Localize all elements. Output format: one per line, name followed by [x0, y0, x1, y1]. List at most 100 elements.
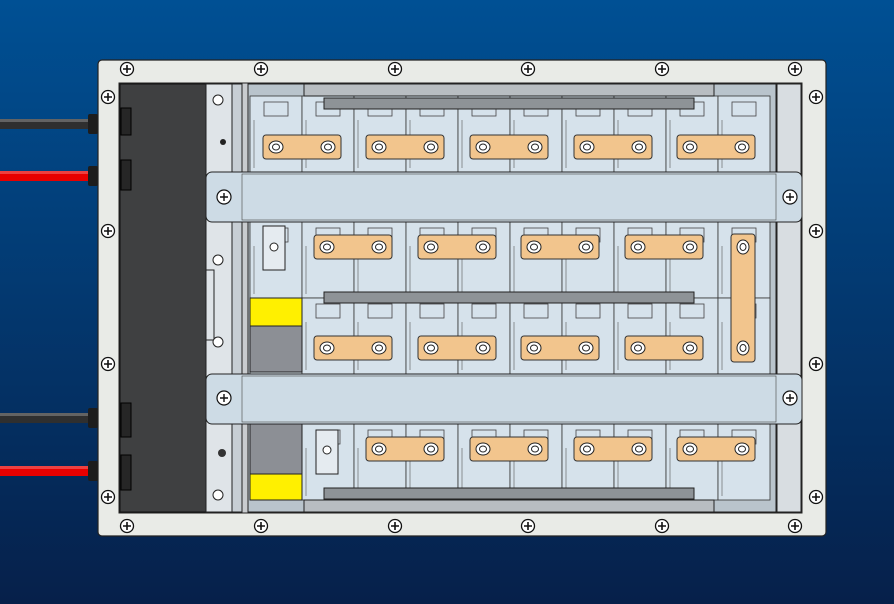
frame-screw-slot	[104, 493, 112, 501]
cell-terminal-post	[471, 303, 497, 319]
frame-screw-slot	[257, 65, 265, 73]
compression-bar-face	[241, 375, 777, 423]
busbar-bolt-inner	[324, 143, 332, 151]
bracket-hole	[212, 254, 224, 266]
busbar-bolt-inner	[739, 243, 747, 251]
cable-highlight	[0, 413, 98, 416]
busbar-bolt-inner	[323, 243, 331, 251]
bracket-rivet	[218, 449, 226, 457]
bar-screw-slot	[220, 394, 228, 402]
cable-gland	[120, 107, 132, 136]
busbar-bolt	[579, 442, 595, 456]
busbar-bolt-inner	[635, 143, 643, 151]
frame-screw-slot	[104, 360, 112, 368]
busbar-bolt-inner	[583, 143, 591, 151]
vertical-busbar	[730, 233, 756, 363]
separator-strip	[323, 487, 695, 500]
battery-cell	[457, 221, 511, 299]
busbar-bolt-inner	[375, 143, 383, 151]
busbar-bolt-inner	[634, 344, 642, 352]
busbar-bolt	[682, 442, 698, 456]
bracket-hole	[212, 94, 224, 106]
frame-screw-slot	[658, 65, 666, 73]
busbar-bolt	[475, 442, 491, 456]
frame-screws	[100, 61, 824, 534]
battery-cell	[717, 95, 771, 173]
busbar-bolt	[527, 442, 543, 456]
busbar-bolt	[423, 341, 439, 355]
busbar	[520, 234, 600, 260]
busbar-bolt	[682, 140, 698, 154]
cable-highlight	[0, 466, 98, 469]
battery-cell	[301, 221, 355, 299]
mounting-bracket	[205, 83, 243, 513]
busbar-bolt-inner	[375, 445, 383, 453]
busbar-bolt	[631, 442, 647, 456]
frame-screw-slot	[524, 522, 532, 530]
frame-screw-slot	[812, 93, 820, 101]
top-strip	[303, 83, 715, 97]
frame-screw-slot	[791, 522, 799, 530]
busbar-bolt	[423, 240, 439, 254]
frame-screw-slot	[791, 65, 799, 73]
compression-bars	[205, 171, 803, 425]
busbar-bolt	[630, 240, 646, 254]
busbar-bolt-inner	[375, 344, 383, 352]
busbar-bolt-inner	[634, 243, 642, 251]
busbar-bolt-inner	[375, 243, 383, 251]
cable-boot	[88, 114, 98, 134]
busbar	[417, 234, 497, 260]
busbar-bolt	[631, 140, 647, 154]
busbar-bolt	[734, 140, 750, 154]
busbar-bolt	[578, 341, 594, 355]
frame-screw-slot	[104, 93, 112, 101]
busbar-bolt-inner	[427, 143, 435, 151]
cell-terminal-post	[419, 303, 445, 319]
bracket-rivet	[220, 139, 226, 145]
cable-highlight	[0, 119, 98, 122]
battery-cell	[405, 221, 459, 299]
cable-boot	[88, 461, 98, 481]
busbar	[469, 436, 549, 462]
battery-cell	[509, 221, 563, 299]
connector-block-yellow	[249, 297, 303, 327]
battery-cell	[353, 221, 407, 299]
busbar-bolt	[682, 341, 698, 355]
cell-terminal-post	[627, 303, 653, 319]
busbar-bolt-inner	[427, 243, 435, 251]
separator-strip	[323, 291, 695, 304]
busbar-bolt-inner	[686, 344, 694, 352]
bottom-strip	[303, 499, 715, 513]
terminal-block-grey	[249, 423, 303, 475]
cable-black	[0, 119, 98, 129]
busbar-bolt-inner	[479, 344, 487, 352]
cable-gland	[120, 454, 132, 491]
cell-terminal-post	[575, 303, 601, 319]
busbar-bolt-inner	[635, 445, 643, 453]
busbar-bolt	[682, 240, 698, 254]
frame-screw-slot	[123, 65, 131, 73]
cell-terminal-post	[523, 303, 549, 319]
busbar-bolt	[475, 140, 491, 154]
battery-cell	[665, 221, 719, 299]
busbar-bolt-inner	[530, 243, 538, 251]
busbar-bolt	[526, 341, 542, 355]
busbar-bolt	[371, 442, 387, 456]
busbar-bolt-inner	[583, 445, 591, 453]
busbar-bolt	[734, 442, 750, 456]
terminal-blocks	[249, 297, 303, 501]
busbars	[262, 134, 756, 462]
busbar-bolt-inner	[479, 143, 487, 151]
cables	[0, 114, 98, 481]
busbar	[417, 335, 497, 361]
battery-cell	[613, 221, 667, 299]
busbar-bolt-inner	[531, 445, 539, 453]
frame-screw-slot	[658, 522, 666, 530]
busbar-bolt	[475, 240, 491, 254]
bar-screw-slot	[220, 193, 228, 201]
busbar-bolt-inner	[738, 445, 746, 453]
busbar-bolt	[371, 341, 387, 355]
busbar-bolt-inner	[427, 344, 435, 352]
busbar-bolt-inner	[582, 243, 590, 251]
